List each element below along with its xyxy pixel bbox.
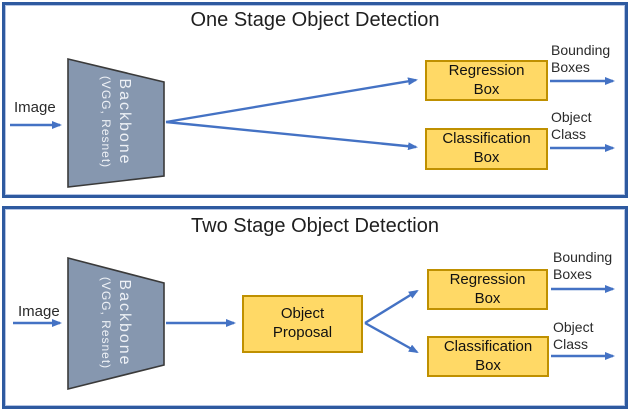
regression-box-two: Regression Box bbox=[427, 269, 548, 310]
classification-box-one: Classification Box bbox=[425, 128, 548, 170]
object-proposal-box-two: Object Proposal bbox=[242, 295, 363, 353]
backbone-trapezoid-two bbox=[67, 256, 165, 391]
object-class-label-one: Object Class bbox=[551, 109, 592, 142]
image-input-label-one: Image bbox=[14, 99, 56, 116]
panel-two-title: Two Stage Object Detection bbox=[191, 215, 439, 237]
regression-box-one: Regression Box bbox=[425, 60, 548, 101]
classification-box-two: Classification Box bbox=[427, 336, 549, 377]
bounding-boxes-label-two: Bounding Boxes bbox=[553, 249, 613, 282]
arrow-proposal-to-regression-two bbox=[364, 289, 419, 325]
bounding-boxes-label-one: Bounding Boxes bbox=[551, 42, 611, 75]
image-input-label-two: Image bbox=[18, 303, 60, 320]
panel-one-title: One Stage Object Detection bbox=[190, 9, 440, 31]
arrow-backbone-to-classification-one bbox=[165, 120, 418, 151]
backbone-trapezoid-one bbox=[67, 57, 165, 188]
arrow-proposal-to-classification-two bbox=[364, 321, 419, 354]
object-class-label-two: Object Class bbox=[553, 319, 594, 352]
arrow-backbone-to-regression-one bbox=[165, 77, 418, 124]
